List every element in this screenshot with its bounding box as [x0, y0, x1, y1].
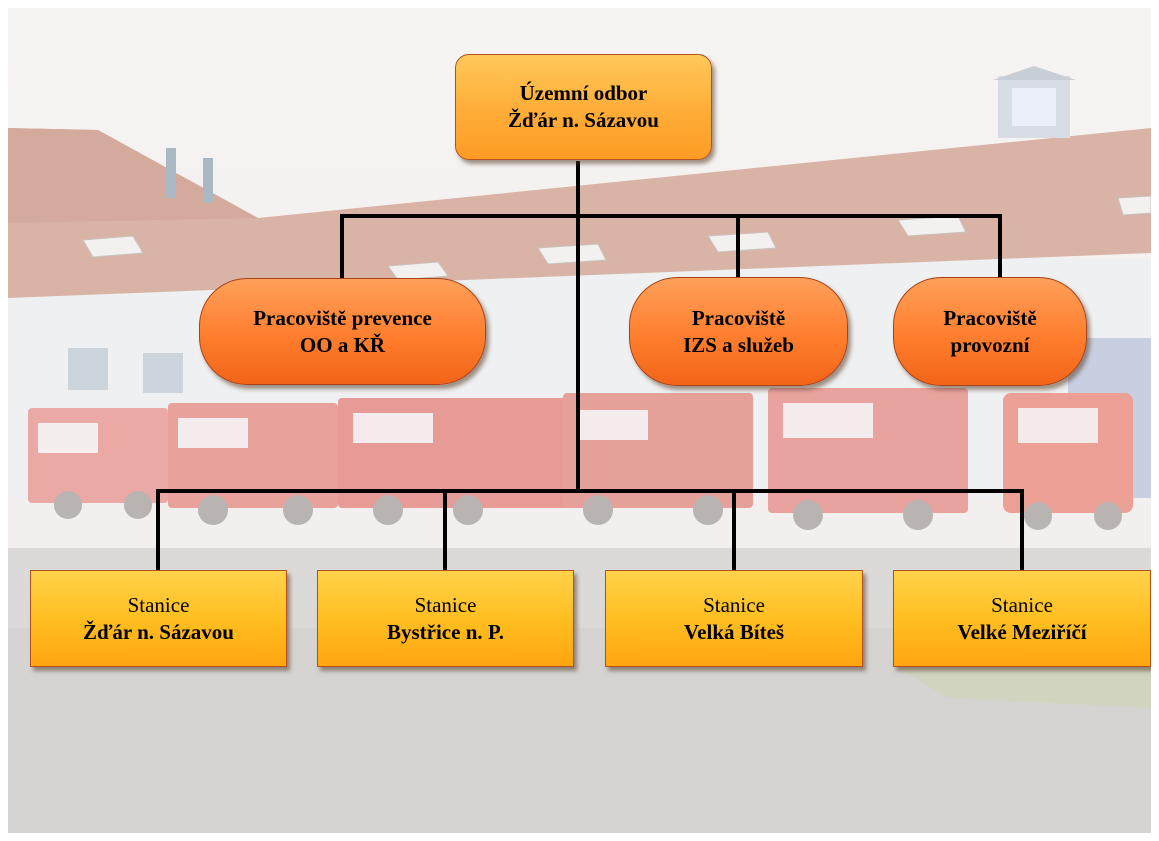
- department-line2: provozní: [950, 332, 1030, 357]
- station-line2: Velké Meziříčí: [957, 619, 1087, 644]
- station-node-velka-bites: Stanice Velká Bíteš: [605, 570, 863, 667]
- station-line2: Žďár n. Sázavou: [83, 619, 234, 644]
- department-line1: Pracoviště: [691, 305, 786, 330]
- station-node-bystrice: Stanice Bystřice n. P.: [317, 570, 574, 667]
- station-line1: Stanice: [127, 592, 190, 617]
- station-line2: Bystřice n. P.: [386, 619, 505, 644]
- station-line1: Stanice: [991, 592, 1053, 617]
- root-line2: Žďár n. Sázavou: [508, 108, 659, 132]
- department-line1: Pracoviště prevence: [253, 305, 432, 330]
- station-node-velke-mezirici: Stanice Velké Meziříčí: [893, 570, 1151, 667]
- station-node-zdar: Stanice Žďár n. Sázavou: [30, 570, 287, 667]
- diagram-frame: Územní odbor Žďár n. Sázavou Pracoviště …: [8, 8, 1151, 833]
- root-node: Územní odbor Žďár n. Sázavou: [455, 54, 712, 160]
- connector-lines: [156, 161, 1024, 572]
- root-line1: Územní odbor: [519, 81, 648, 105]
- department-line2: OO a KŘ: [299, 332, 386, 357]
- department-line2: IZS a služeb: [683, 332, 794, 357]
- department-node-izs: Pracoviště IZS a služeb: [629, 277, 848, 386]
- station-line1: Stanice: [703, 592, 765, 617]
- station-line2: Velká Bíteš: [683, 619, 785, 644]
- department-node-provozni: Pracoviště provozní: [893, 277, 1087, 386]
- department-line1: Pracoviště: [943, 305, 1037, 330]
- station-line1: Stanice: [414, 592, 477, 617]
- department-node-prevence: Pracoviště prevence OO a KŘ: [199, 278, 486, 385]
